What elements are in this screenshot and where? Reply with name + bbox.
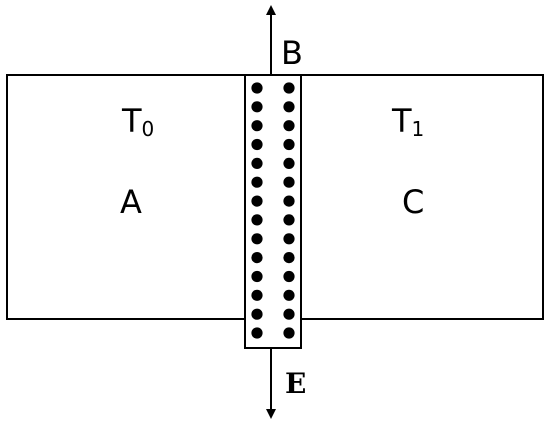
left-region-label: A [120, 183, 142, 221]
membrane-dot [283, 214, 295, 226]
membrane-dot [283, 82, 295, 94]
membrane-dot [283, 252, 295, 264]
membrane-dot [251, 120, 263, 132]
left-temperature-subscript: 0 [142, 117, 155, 141]
membrane-dot [251, 327, 263, 339]
membrane-dot [283, 120, 295, 132]
membrane-dot [283, 233, 295, 245]
membrane-dot [251, 252, 263, 264]
top-arrow-label: B [281, 34, 303, 72]
membrane-dot [251, 214, 263, 226]
membrane-dot [283, 176, 295, 188]
membrane-strip [244, 74, 302, 349]
membrane-dot [251, 270, 263, 283]
membrane-dot [283, 195, 295, 207]
membrane-dot [283, 270, 295, 283]
membrane-dot [251, 308, 263, 320]
left-chamber [6, 74, 248, 320]
membrane-dot [283, 327, 295, 339]
left-temperature-label: T0 [121, 102, 154, 141]
right-region-label: C [402, 183, 424, 221]
bottom-arrow-label: E [285, 367, 306, 400]
membrane-dot [283, 101, 295, 113]
membrane-dot [251, 138, 263, 151]
membrane-dot [283, 289, 295, 301]
membrane-dot [251, 176, 263, 188]
membrane-particles [251, 82, 295, 339]
membrane-dot [251, 157, 263, 169]
membrane-dot [251, 289, 263, 301]
membrane-dot [283, 157, 295, 169]
membrane-dot [283, 138, 295, 151]
membrane-dot [251, 82, 263, 94]
right-temperature-label: T1 [391, 102, 424, 141]
right-chamber [300, 74, 544, 320]
membrane-dot [283, 308, 295, 320]
membrane-dot [251, 101, 263, 113]
membrane-dot [251, 195, 263, 207]
membrane-dot [251, 233, 263, 245]
right-temperature-subscript: 1 [412, 117, 425, 141]
